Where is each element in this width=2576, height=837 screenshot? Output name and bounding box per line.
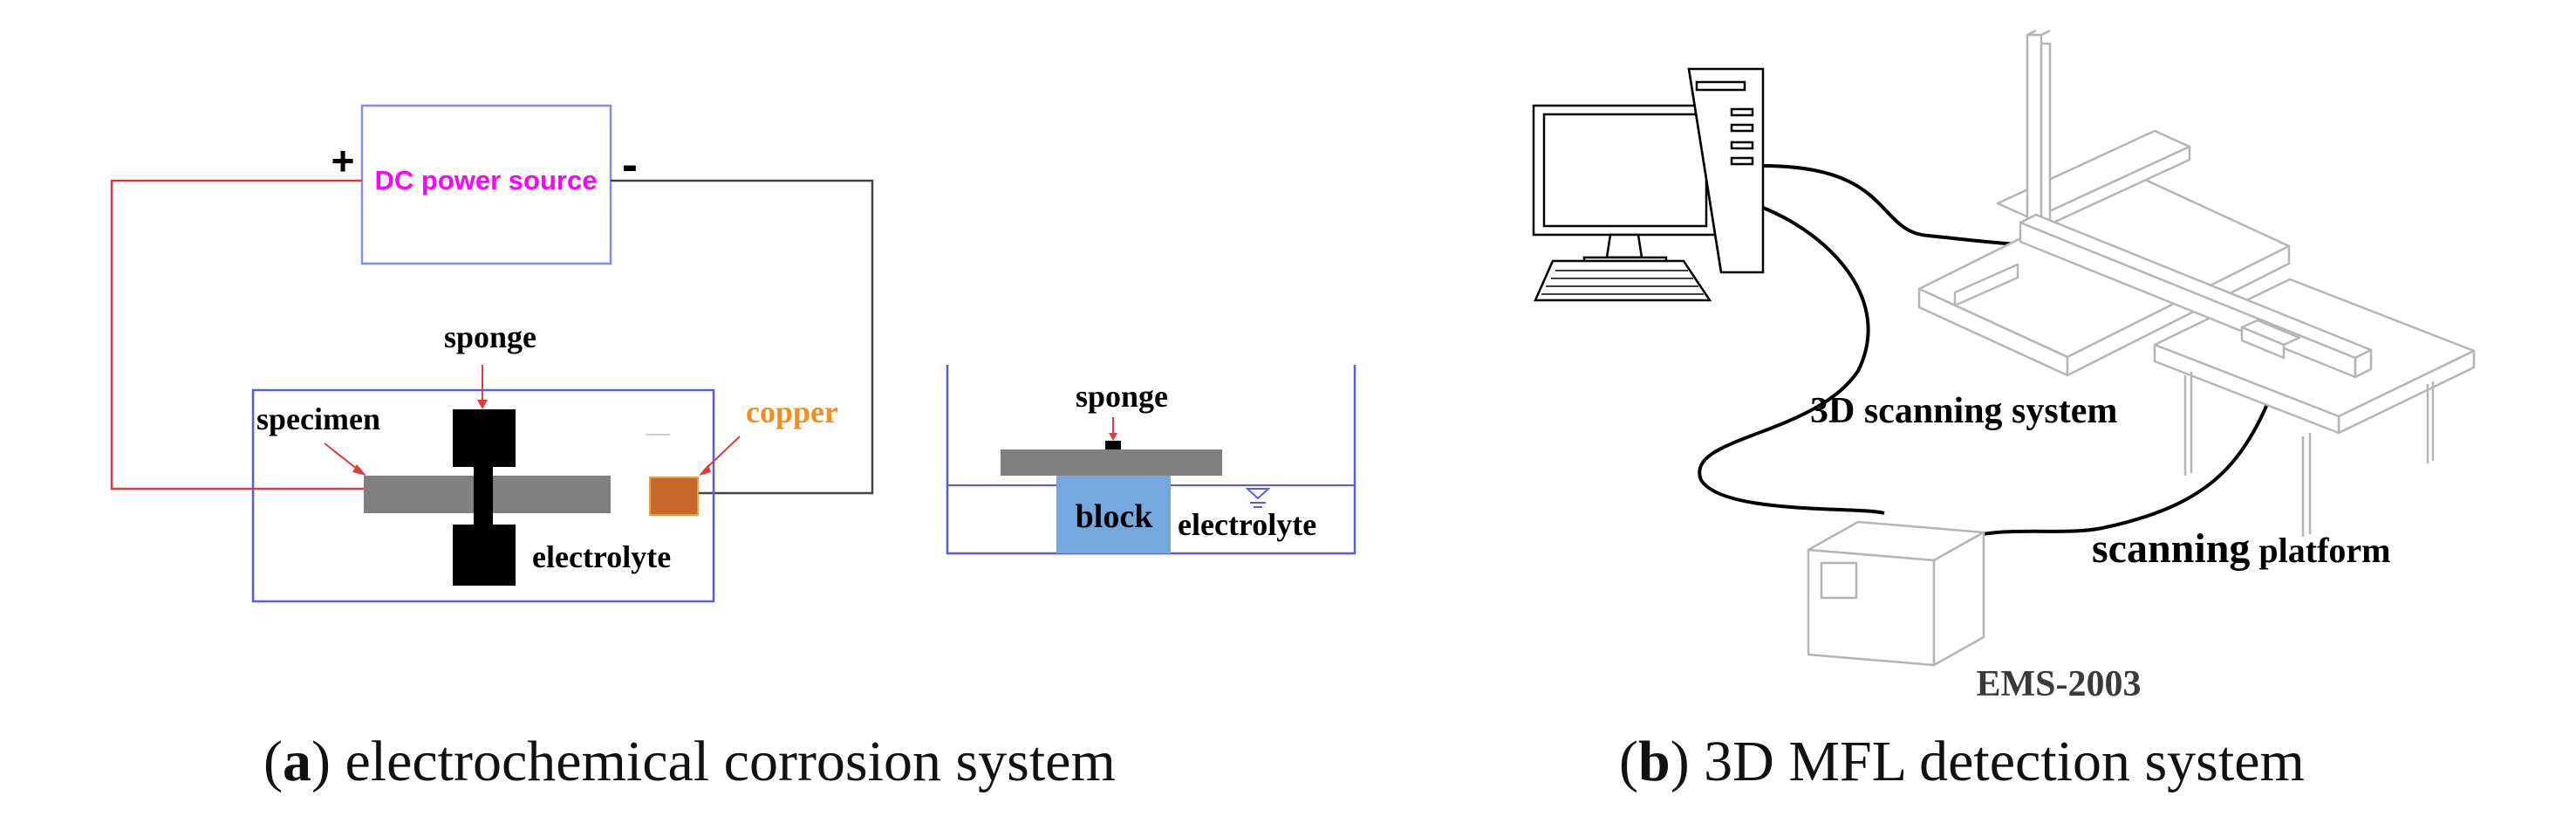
cable-computer-to-ems <box>1698 206 1885 515</box>
scanning-platform-label: scanning platform <box>2092 525 2390 572</box>
inset-electrolyte-label: electrolyte <box>1178 507 1316 542</box>
copper-electrode <box>649 477 699 516</box>
block <box>1056 476 1171 553</box>
platform-word: platform <box>2250 531 2390 570</box>
panel-a: DC power source + - sponge specimen copp… <box>110 104 1356 603</box>
inset-sponge <box>1105 441 1121 449</box>
scanning-apparatus <box>1917 29 2476 537</box>
copper-label: copper <box>746 394 838 429</box>
computer-monitor <box>1532 104 1718 267</box>
panel-b: 3D scanning system scanning platform EMS… <box>1532 29 2476 704</box>
caption-b-open: ( <box>1619 730 1638 793</box>
caption-a-open: ( <box>263 730 283 793</box>
electrolyte-label: electrolyte <box>532 539 671 574</box>
dc-power-source-label: DC power source <box>375 165 598 196</box>
cable-computer-to-scanner <box>1762 164 2020 246</box>
inset-sponge-arrow-head <box>1109 433 1117 441</box>
scanning-system-label: 3D scanning system <box>1810 391 2117 431</box>
positive-wire <box>110 179 366 491</box>
minus-sign: - <box>622 139 638 191</box>
caption-a: (a) electrochemical corrosion system <box>263 733 1116 791</box>
specimen-label: specimen <box>256 401 380 436</box>
caption-b: (b) 3D MFL detection system <box>1619 733 2305 791</box>
cable-ems-to-platform <box>1949 353 2289 543</box>
sponge-arrow-head <box>477 400 488 409</box>
ems-2003-device <box>1807 520 1985 667</box>
copper-arrow-head <box>699 464 711 476</box>
inset-sponge-label: sponge <box>1076 379 1168 414</box>
computer-tower <box>1687 67 1765 274</box>
water-level-symbol <box>1245 488 1271 500</box>
inset-specimen-plate <box>1001 449 1222 476</box>
ems-2003-label: EMS-2003 <box>1977 664 2142 704</box>
sponge-lower <box>453 525 516 586</box>
plus-sign: + <box>331 138 355 183</box>
copper-arrow-line <box>702 436 741 472</box>
specimen-arrow-line <box>324 443 362 473</box>
sponge-stem <box>474 463 493 528</box>
sponge-upper <box>453 409 516 467</box>
negative-wire <box>611 179 874 495</box>
computer-keyboard <box>1534 259 1712 302</box>
caption-a-letter: a <box>282 730 311 793</box>
caption-a-text: ) electrochemical corrosion system <box>311 730 1116 793</box>
block-label: block <box>1076 498 1154 535</box>
tank-inset: sponge block electrolyte <box>946 365 1356 555</box>
caption-b-letter: b <box>1637 730 1671 793</box>
sponge-label: sponge <box>444 319 536 354</box>
caption-b-text: ) 3D MFL detection system <box>1670 730 2305 793</box>
specimen-arrow-head <box>352 464 366 476</box>
scanning-word: scanning <box>2092 525 2250 572</box>
dc-power-source-box <box>360 104 612 265</box>
